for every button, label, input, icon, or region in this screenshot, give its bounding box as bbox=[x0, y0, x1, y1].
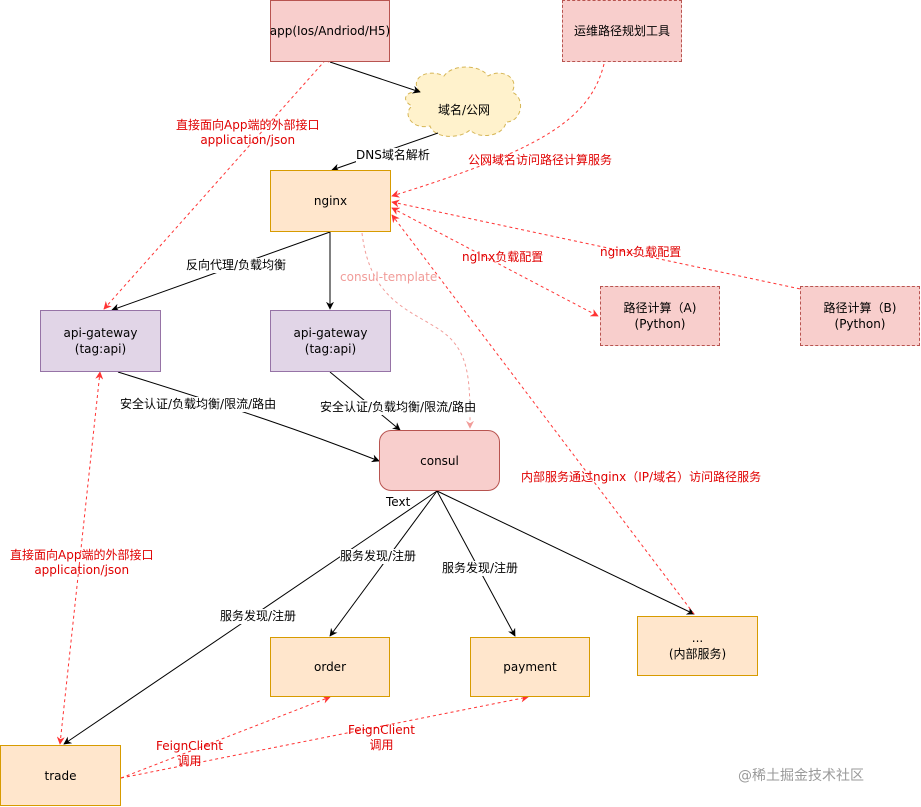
app-api-top-label: 直接面向App端的外部接口 application/json bbox=[176, 118, 319, 148]
feign-payment-label: FeignClient 调用 bbox=[348, 723, 415, 753]
edge-nginx-route-b-dashed bbox=[391, 199, 867, 306]
order-label: order bbox=[314, 660, 346, 674]
security-right-label: 安全认证/负载均衡/限流/路由 bbox=[320, 400, 477, 415]
consul-template-label: consul-template bbox=[340, 270, 438, 284]
nginx-lb-b-label: nginx负载配置 bbox=[600, 245, 682, 259]
register-trade-label: 服务发现/注册 bbox=[220, 609, 297, 624]
gateway-right-line1: api-gateway bbox=[293, 326, 368, 340]
payment-label: payment bbox=[503, 660, 557, 674]
gateway-right-line2: (tag:api) bbox=[304, 342, 357, 356]
domain-cloud-shape bbox=[405, 66, 521, 137]
domain-label: 域名/公网 bbox=[437, 103, 491, 117]
edge-gw1-to-consul bbox=[117, 371, 380, 463]
route-b-line1: 路径计算（B) bbox=[823, 301, 897, 315]
ops-tool-label: 运维路径规划工具 bbox=[573, 24, 670, 38]
feign-payment-line2: 调用 bbox=[369, 738, 394, 752]
watermark: @稀土掘金技术社区 bbox=[738, 768, 864, 784]
edge-app-to-domain bbox=[329, 61, 421, 94]
app-api-bottom-line2: application/json bbox=[34, 563, 130, 577]
app-api-top-line1: 直接面向App端的外部接口 bbox=[176, 118, 320, 132]
edge-trade-gw1-dashed bbox=[56, 371, 104, 745]
security-left-label: 安全认证/负载均衡/限流/路由 bbox=[120, 397, 277, 412]
text-label: Text bbox=[386, 495, 411, 509]
internal-service-line2: (内部服务) bbox=[668, 647, 727, 661]
edge-gw1-app-dashed bbox=[103, 54, 331, 310]
gateway-left-line2: (tag:api) bbox=[74, 342, 127, 356]
feign-payment-line1: FeignClient bbox=[348, 723, 415, 737]
domain-node: 域名/公网 bbox=[414, 92, 514, 128]
feign-order-label: FeignClient 调用 bbox=[156, 739, 223, 769]
route-a-line2: (Python) bbox=[634, 317, 686, 331]
gateway-left-node: api-gateway (tag:api) bbox=[40, 310, 161, 372]
gateway-left-line1: api-gateway bbox=[63, 326, 138, 340]
payment-node: payment bbox=[470, 637, 590, 697]
internal-route-label: 内部服务通过nginx（IP/域名）访问路径服务 bbox=[521, 470, 762, 484]
reverse-proxy-label: 反向代理/负载均衡 bbox=[186, 258, 287, 273]
nginx-label: nginx bbox=[313, 194, 348, 208]
app-api-bottom-label: 直接面向App端的外部接口 application/json bbox=[10, 548, 153, 578]
feign-order-line2: 调用 bbox=[177, 754, 202, 768]
consul-node: consul bbox=[379, 430, 500, 491]
route-b-node: 路径计算（B) (Python) bbox=[800, 286, 920, 346]
internal-service-line1: ... bbox=[691, 631, 704, 645]
app-node-label: app(Ios/Andriod/H5) bbox=[269, 24, 391, 38]
order-node: order bbox=[270, 637, 390, 697]
app-node: app(Ios/Andriod/H5) bbox=[270, 0, 390, 62]
public-route-label: 公网域名访问路径计算服务 bbox=[468, 153, 613, 167]
dns-label: DNS域名解析 bbox=[356, 148, 430, 163]
feign-order-line1: FeignClient bbox=[156, 739, 223, 753]
edge-trade-to-order-dashed bbox=[120, 695, 331, 779]
internal-service-node: ... (内部服务) bbox=[637, 616, 758, 676]
nginx-lb-a-label: nginx负载配置 bbox=[462, 250, 544, 264]
route-a-node: 路径计算（A) (Python) bbox=[600, 286, 720, 346]
app-api-bottom-line1: 直接面向App端的外部接口 bbox=[10, 548, 154, 562]
register-payment-label: 服务发现/注册 bbox=[442, 561, 519, 576]
gateway-right-node: api-gateway (tag:api) bbox=[270, 310, 391, 372]
app-api-top-line2: application/json bbox=[200, 133, 296, 147]
trade-label: trade bbox=[44, 768, 77, 783]
route-b-line2: (Python) bbox=[834, 317, 886, 331]
nginx-node: nginx bbox=[270, 170, 391, 232]
ops-tool-node: 运维路径规划工具 bbox=[562, 0, 682, 62]
edge-ops-to-nginx-dashed bbox=[391, 63, 605, 198]
register-order-label: 服务发现/注册 bbox=[340, 549, 417, 564]
route-a-line1: 路径计算（A) bbox=[623, 301, 697, 315]
trade-node: trade bbox=[0, 745, 121, 806]
edge-consul-to-internal bbox=[436, 490, 695, 615]
consul-label: consul bbox=[420, 453, 459, 468]
